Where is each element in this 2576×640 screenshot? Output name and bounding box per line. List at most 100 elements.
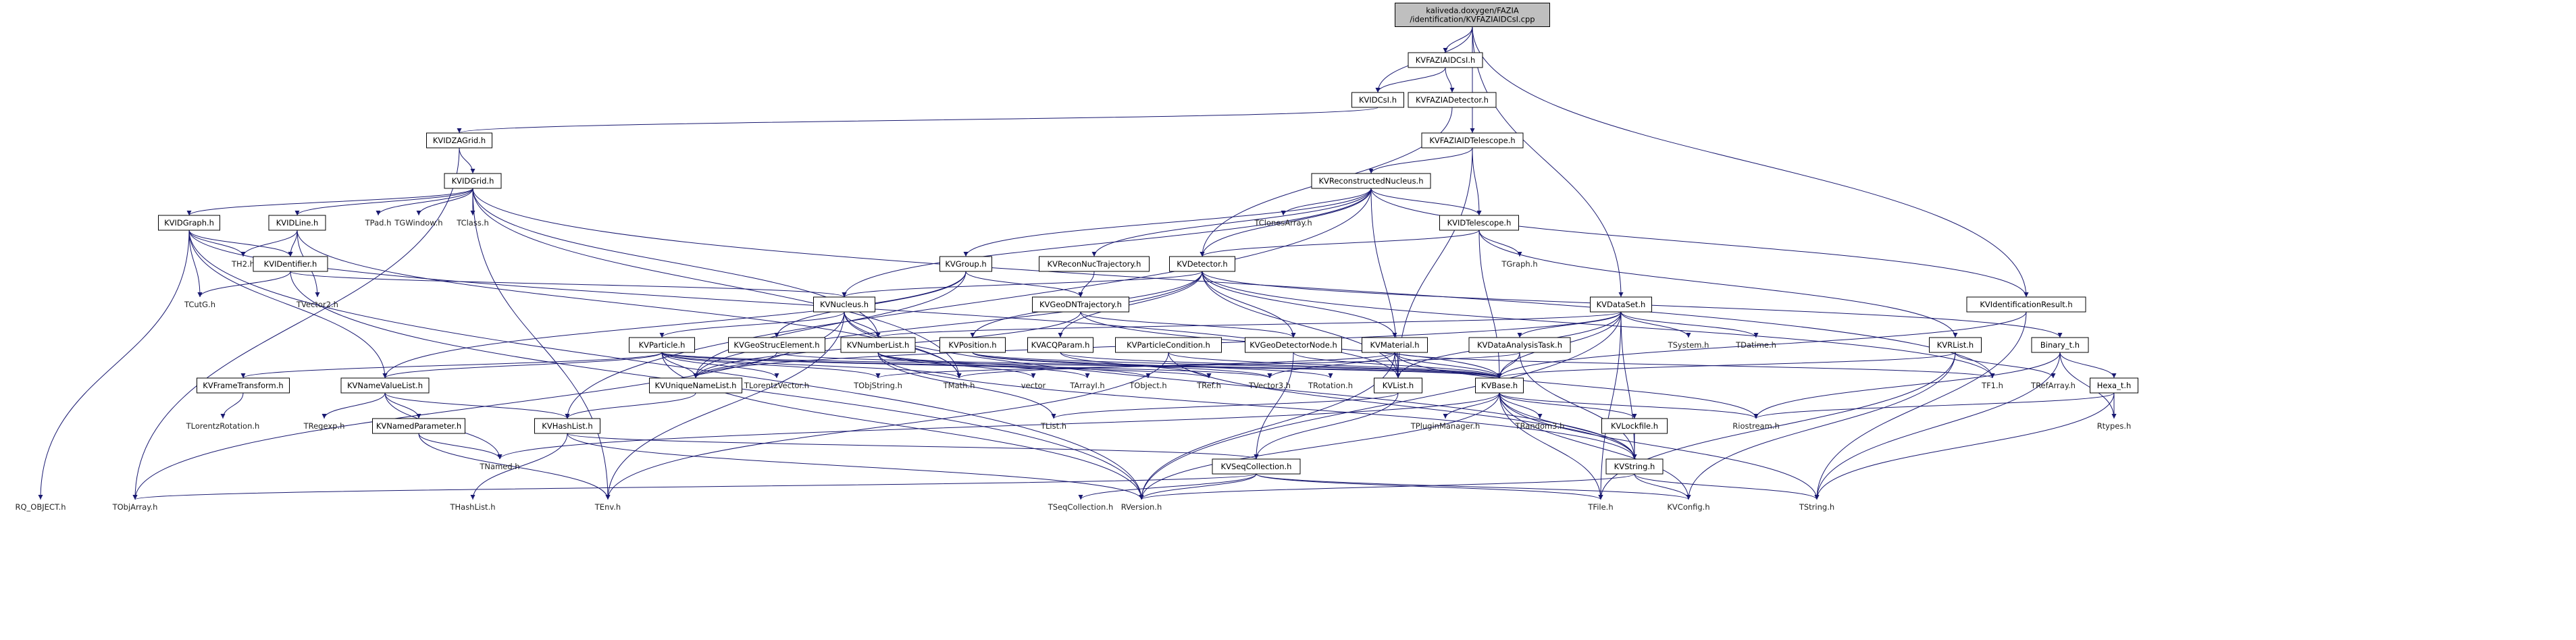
node-label: TString.h xyxy=(1799,502,1834,512)
include-node-tseqcollection-h: TSeqCollection.h xyxy=(1048,502,1114,512)
include-edge xyxy=(659,311,845,338)
include-node-kvgeostrucelement-h[interactable]: KVGeoStrucElement.h xyxy=(728,337,825,353)
include-node-kvgeodntrajectory-h[interactable]: KVGeoDNTrajectory.h xyxy=(1032,296,1129,313)
include-edge xyxy=(1139,311,1622,500)
include-node-kvrlist-h[interactable]: KVRList.h xyxy=(1929,337,1982,353)
include-node-kvhashlist-h[interactable]: KVHashList.h xyxy=(534,418,600,434)
include-node-kvfaziaidtelescope-h[interactable]: KVFAZIAIDTelescope.h xyxy=(1421,132,1524,149)
include-edge xyxy=(384,392,421,419)
include-node-kvbase-h[interactable]: KVBase.h xyxy=(1475,377,1524,394)
node-label: TObjArray.h xyxy=(112,502,158,512)
include-node-kvreconstructednucleus-h[interactable]: KVReconstructedNucleus.h xyxy=(1311,173,1431,189)
node-label: KVString.h xyxy=(1614,462,1655,471)
include-edge xyxy=(605,311,845,500)
include-edge xyxy=(1472,26,2029,298)
include-edge xyxy=(1202,271,1397,338)
include-node-tenv-h: TEnv.h xyxy=(594,502,621,512)
include-edge xyxy=(220,392,244,419)
include-node-kvidgraph-h[interactable]: KVIDGraph.h xyxy=(158,215,220,231)
include-edge xyxy=(1443,392,1500,419)
include-edge xyxy=(693,271,967,379)
include-edge xyxy=(972,352,1502,379)
include-node-tobject-h: TObject.h xyxy=(1129,381,1166,390)
include-edge xyxy=(457,107,1379,134)
include-edge xyxy=(240,352,663,379)
node-box xyxy=(1408,92,1497,108)
include-edge xyxy=(1499,392,1603,500)
node-label: Hexa_t.h xyxy=(2097,381,2132,390)
include-node-kvidentifier-h[interactable]: KVIDentifier.h xyxy=(253,256,328,272)
include-node-kvnamevaluelist-h[interactable]: KVNameValueList.h xyxy=(340,377,430,394)
include-node-kvreconnuctrajectory-h[interactable]: KVReconNucTrajectory.h xyxy=(1039,256,1150,272)
node-box xyxy=(1421,132,1524,149)
include-edge xyxy=(661,352,1502,379)
include-edge xyxy=(297,230,962,379)
node-box xyxy=(1605,458,1664,475)
node-box xyxy=(1929,337,1982,353)
include-edge xyxy=(565,188,1372,419)
node-label: TVector2.h xyxy=(296,300,338,309)
include-edge xyxy=(2059,352,2117,419)
include-node-kvmaterial-h[interactable]: KVMaterial.h xyxy=(1362,337,1428,353)
node-box xyxy=(253,256,328,272)
node-label: TDatime.h xyxy=(1735,340,1776,350)
include-edge xyxy=(1634,473,1691,500)
include-node-kvgroup-h[interactable]: KVGroup.h xyxy=(939,256,992,272)
include-edge xyxy=(1814,352,2061,500)
include-node-kvparticle-h[interactable]: KVParticle.h xyxy=(629,337,695,353)
include-node-binary-t-h[interactable]: Binary_t.h xyxy=(2031,337,2089,353)
include-node-kvseqcollection-h[interactable]: KVSeqCollection.h xyxy=(1212,458,1301,475)
include-edge xyxy=(133,473,1257,500)
include-edge xyxy=(1620,311,1691,338)
include-edge xyxy=(1686,352,1956,500)
include-edge xyxy=(1281,188,1372,216)
root-file-node[interactable]: kaliveda.doxygen/FAZIA/identification/KV… xyxy=(1395,3,1550,27)
include-node-kvidentificationresult-h[interactable]: KVIdentificationResult.h xyxy=(1966,296,2086,313)
include-node-kvnucleus-h[interactable]: KVNucleus.h xyxy=(813,296,875,313)
node-label: KVList.h xyxy=(1383,381,1414,390)
include-node-trandom3-h: TRandom3.h xyxy=(1515,421,1565,431)
include-node-kvdetector-h[interactable]: KVDetector.h xyxy=(1169,256,1235,272)
include-edge xyxy=(1395,147,1473,379)
include-node-kvlist-h[interactable]: KVList.h xyxy=(1374,377,1422,394)
include-node-kvfaziaidcsi-h[interactable]: KVFAZIAIDCsI.h xyxy=(1408,52,1483,68)
include-node-kvdataset-h[interactable]: KVDataSet.h xyxy=(1590,296,1652,313)
include-edge xyxy=(1394,352,1995,379)
include-node-thashlist-h: THashList.h xyxy=(449,502,495,512)
include-node-kvnamedparameter-h[interactable]: KVNamedParameter.h xyxy=(372,418,465,434)
include-node-kvidcsi-h[interactable]: KVIDCsI.h xyxy=(1351,92,1404,108)
include-edge xyxy=(38,230,190,500)
include-edge xyxy=(1058,271,1203,338)
include-node-tregexp-h: TRegexp.h xyxy=(303,421,345,431)
include-edge xyxy=(1634,473,1820,500)
include-edge xyxy=(1445,67,1455,93)
include-node-kvidgrid-h[interactable]: KVIDGrid.h xyxy=(444,173,502,189)
include-edge xyxy=(972,352,1333,379)
include-node-kvposition-h[interactable]: KVPosition.h xyxy=(939,337,1006,353)
node-label: KVGeoStrucElement.h xyxy=(733,340,819,350)
include-edge xyxy=(472,188,611,500)
node-box xyxy=(158,215,220,231)
include-node-hexa-t-h[interactable]: Hexa_t.h xyxy=(2090,377,2138,394)
include-node-kvframetransform-h[interactable]: KVFrameTransform.h xyxy=(197,377,290,394)
include-node-kvstring-h[interactable]: KVString.h xyxy=(1605,458,1664,475)
include-node-kvdataanalysistask-h[interactable]: KVDataAnalysisTask.h xyxy=(1468,337,1571,353)
include-node-kvuniquenamelist-h[interactable]: KVUniqueNameList.h xyxy=(649,377,742,394)
include-node-kvlockfile-h[interactable]: KVLockfile.h xyxy=(1601,418,1668,434)
node-label: TCutG.h xyxy=(184,300,215,309)
node-box xyxy=(1351,92,1404,108)
node-label: KVACQParam.h xyxy=(1031,340,1090,350)
include-edge xyxy=(1078,271,1095,298)
include-edge xyxy=(1478,230,1522,257)
include-edge xyxy=(842,271,1203,298)
include-node-kvidtelescope-h[interactable]: KVIDTelescope.h xyxy=(1439,215,1519,231)
include-node-kvnumberlist-h[interactable]: KVNumberList.h xyxy=(840,337,916,353)
include-node-kvparticlecondition-h[interactable]: KVParticleCondition.h xyxy=(1115,337,1222,353)
include-node-kvfaziadetector-h[interactable]: KVFAZIADetector.h xyxy=(1408,92,1497,108)
include-node-kvidzagrid-h[interactable]: KVIDZAGrid.h xyxy=(426,132,492,149)
include-node-kvidline-h[interactable]: KVIDLine.h xyxy=(268,215,326,231)
node-label: KVUniqueNameList.h xyxy=(655,381,737,390)
include-node-kvacqparam-h[interactable]: KVACQParam.h xyxy=(1027,337,1093,353)
include-node-kvgeodetectornode-h[interactable]: KVGeoDetectorNode.h xyxy=(1245,337,1342,353)
node-box xyxy=(1027,337,1093,353)
